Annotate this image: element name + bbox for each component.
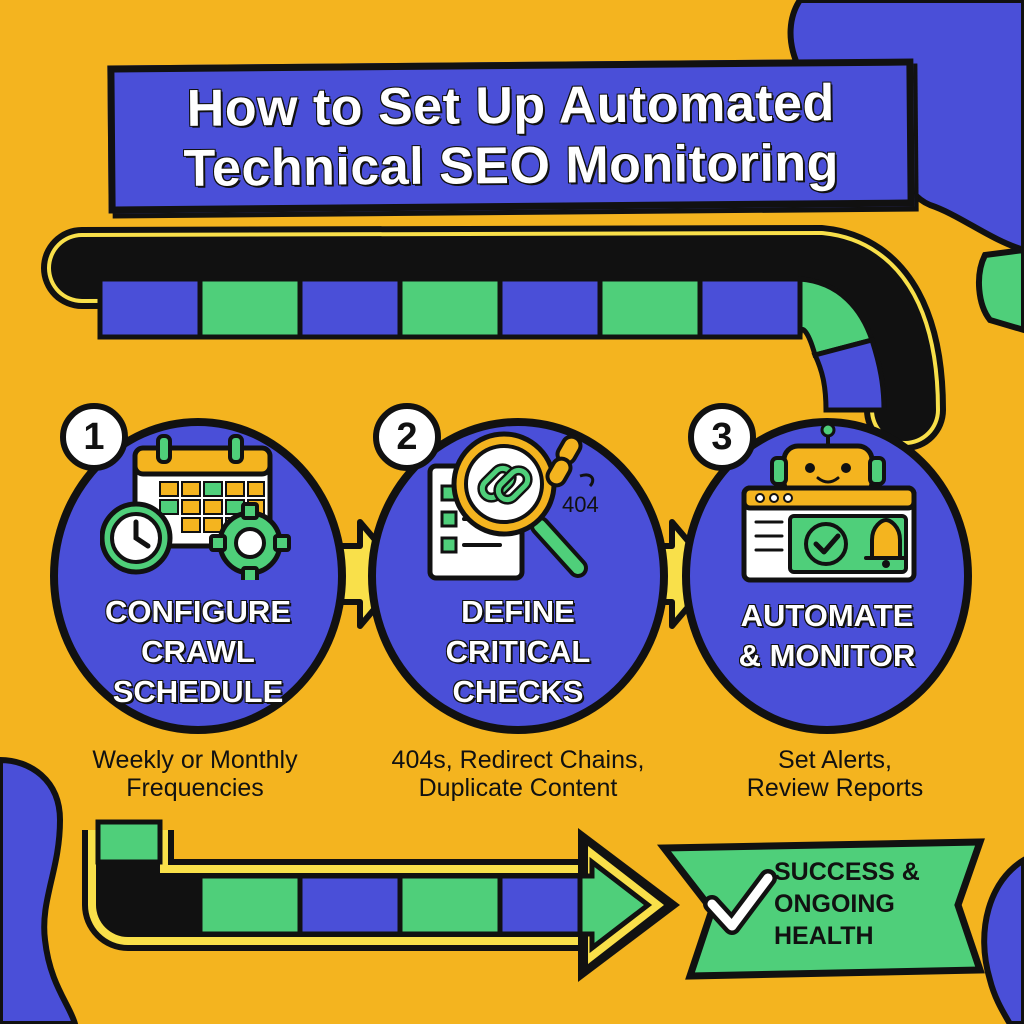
step-2-badge: 2 (373, 403, 441, 471)
step-1-icons (100, 434, 291, 580)
green-tab-right (976, 246, 1024, 334)
success-ribbon (656, 838, 985, 980)
step-1-label-line: CRAWL (141, 634, 255, 669)
step-2-label-line: CRITICAL (445, 634, 591, 669)
step-3-label: AUTOMATE & MONITOR (692, 596, 962, 676)
broken-chain-icon (545, 434, 595, 488)
step-3-label-line: AUTOMATE (740, 598, 914, 633)
step-1-caption-line: Frequencies (126, 774, 264, 802)
step-1-label: CONFIGURE CRAWL SCHEDULE (60, 592, 336, 712)
success-line: SUCCESS & (774, 858, 920, 886)
step-3-badge: 3 (688, 403, 756, 471)
error-code-text: 404 (562, 492, 599, 517)
top-path (41, 224, 946, 451)
bell-icon (864, 517, 908, 568)
step-3-caption-line: Review Reports (746, 774, 924, 802)
success-text: SUCCESS & ONGOING HEALTH (774, 856, 944, 952)
step-3-caption: Set Alerts, Review Reports (700, 746, 970, 802)
blob-bottom-right (981, 856, 1024, 1024)
step-2-caption: 404s, Redirect Chains, Duplicate Content (368, 746, 668, 802)
success-line: ONGOING (774, 890, 895, 918)
step-3-icons (741, 422, 917, 583)
step-1-label-line: CONFIGURE (105, 594, 291, 629)
step-3-label-line: & MONITOR (738, 638, 916, 673)
step-2-label-line: CHECKS (452, 674, 584, 709)
title-line-2: Technical SEO Monitoring (183, 134, 840, 198)
step-2-label: DEFINE CRITICAL CHECKS (378, 592, 658, 712)
gear-icon (209, 502, 291, 580)
step-2-caption-line: 404s, Redirect Chains, (391, 746, 645, 774)
step-1-caption-line: Weekly or Monthly (92, 746, 298, 774)
blob-bottom-left (0, 756, 79, 1024)
step-2-icons: 404 (427, 431, 599, 581)
step-1-badge: 1 (60, 403, 128, 471)
title-banner: How to Set Up Automated Technical SEO Mo… (107, 58, 915, 214)
step-3-caption-line: Set Alerts, (778, 746, 892, 774)
checkmark-icon (804, 522, 848, 566)
step-1-label-line: SCHEDULE (112, 674, 284, 709)
step-2-label-line: DEFINE (461, 594, 575, 629)
success-line: HEALTH (774, 922, 874, 950)
clock-icon (100, 501, 173, 575)
step-1-caption: Weekly or Monthly Frequencies (60, 746, 330, 802)
robot-icon (770, 422, 886, 499)
step-2-caption-line: Duplicate Content (418, 774, 618, 802)
magnifier-link-icon (451, 431, 588, 578)
bottom-path (82, 819, 680, 982)
title-line-1: How to Set Up Automated (186, 74, 835, 138)
